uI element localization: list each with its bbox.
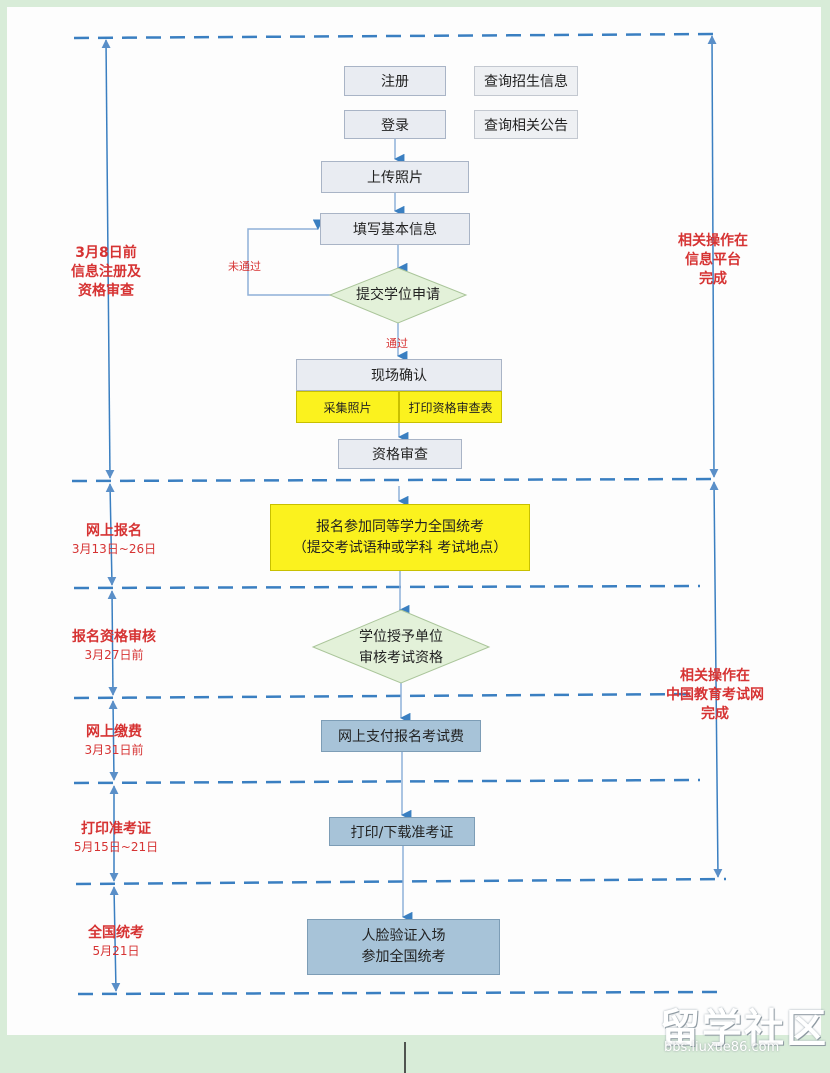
register-box: 注册 bbox=[344, 66, 446, 96]
query-notice-box: 查询相关公告 bbox=[474, 110, 578, 139]
qualification-review-box: 资格审查 bbox=[338, 439, 462, 469]
face-verify-box: 人脸验证入场 参加全国统考 bbox=[307, 919, 500, 975]
stage-label-qualification-review: 报名资格审核 3月27日前 bbox=[72, 629, 156, 662]
submit-degree-diamond bbox=[328, 267, 468, 324]
separator-3 bbox=[73, 584, 701, 590]
site-confirm-box: 现场确认 bbox=[296, 359, 502, 391]
face-verify-line-1: 人脸验证入场 bbox=[361, 928, 446, 944]
note-exam-website: 相关操作在 中国教育考试网 完成 bbox=[666, 668, 764, 722]
query-admission-info-box: 查询招生信息 bbox=[474, 66, 578, 96]
stage-label-online-signup: 网上报名 3月13日~26日 bbox=[71, 523, 157, 556]
stage-bars bbox=[101, 39, 121, 992]
stage-label-registration: 3月8日前 信息注册及 资格审查 bbox=[71, 245, 141, 299]
watermark-url: bbs.liuxue86.com bbox=[664, 1040, 780, 1055]
fail-branch-label: 未通过 bbox=[228, 260, 261, 273]
retry-loop bbox=[247, 219, 333, 296]
online-signup-line-2: （提交考试语种或学科 考试地点） bbox=[292, 539, 508, 556]
separator-2 bbox=[71, 477, 719, 483]
separator-6 bbox=[75, 877, 727, 886]
separator-1 bbox=[73, 32, 719, 40]
note-info-platform: 相关操作在 信息平台 完成 bbox=[678, 233, 748, 287]
print-ticket-box: 打印/下载准考证 bbox=[329, 817, 475, 846]
stage-separators bbox=[71, 32, 727, 996]
fill-basic-info-box: 填写基本信息 bbox=[320, 213, 470, 245]
collect-photo-box: 采集照片 bbox=[296, 391, 399, 423]
watermark-brand: 留学社区 bbox=[660, 1006, 828, 1052]
pay-fee-box: 网上支付报名考试费 bbox=[321, 720, 481, 752]
stage-label-national-exam: 全国统考 5月21日 bbox=[88, 925, 144, 958]
submit-degree-label: 提交学位申请 bbox=[356, 286, 440, 303]
stage-label-admission-ticket: 打印准考证 5月15日~21日 bbox=[73, 821, 159, 854]
flow-arrows bbox=[393, 138, 413, 923]
right-bars bbox=[707, 35, 723, 878]
unit-review-diamond bbox=[311, 609, 491, 684]
login-box: 登录 bbox=[344, 110, 446, 139]
unit-review-label: 学位授予单位 审核考试资格 bbox=[359, 629, 443, 666]
pass-branch-label: 通过 bbox=[386, 337, 408, 350]
separator-4 bbox=[73, 692, 701, 700]
face-verify-line-2: 参加全国统考 bbox=[361, 949, 446, 965]
stage-label-payment: 网上缴费 3月31日前 bbox=[84, 724, 144, 757]
online-signup-line-1: 报名参加同等学力全国统考 bbox=[316, 518, 484, 535]
separator-5 bbox=[73, 778, 701, 785]
separator-7 bbox=[77, 990, 719, 996]
print-review-form-box: 打印资格审查表 bbox=[399, 391, 502, 423]
online-signup-box: 报名参加同等学力全国统考 （提交考试语种或学科 考试地点） bbox=[270, 504, 530, 571]
upload-photo-box: 上传照片 bbox=[321, 161, 469, 193]
